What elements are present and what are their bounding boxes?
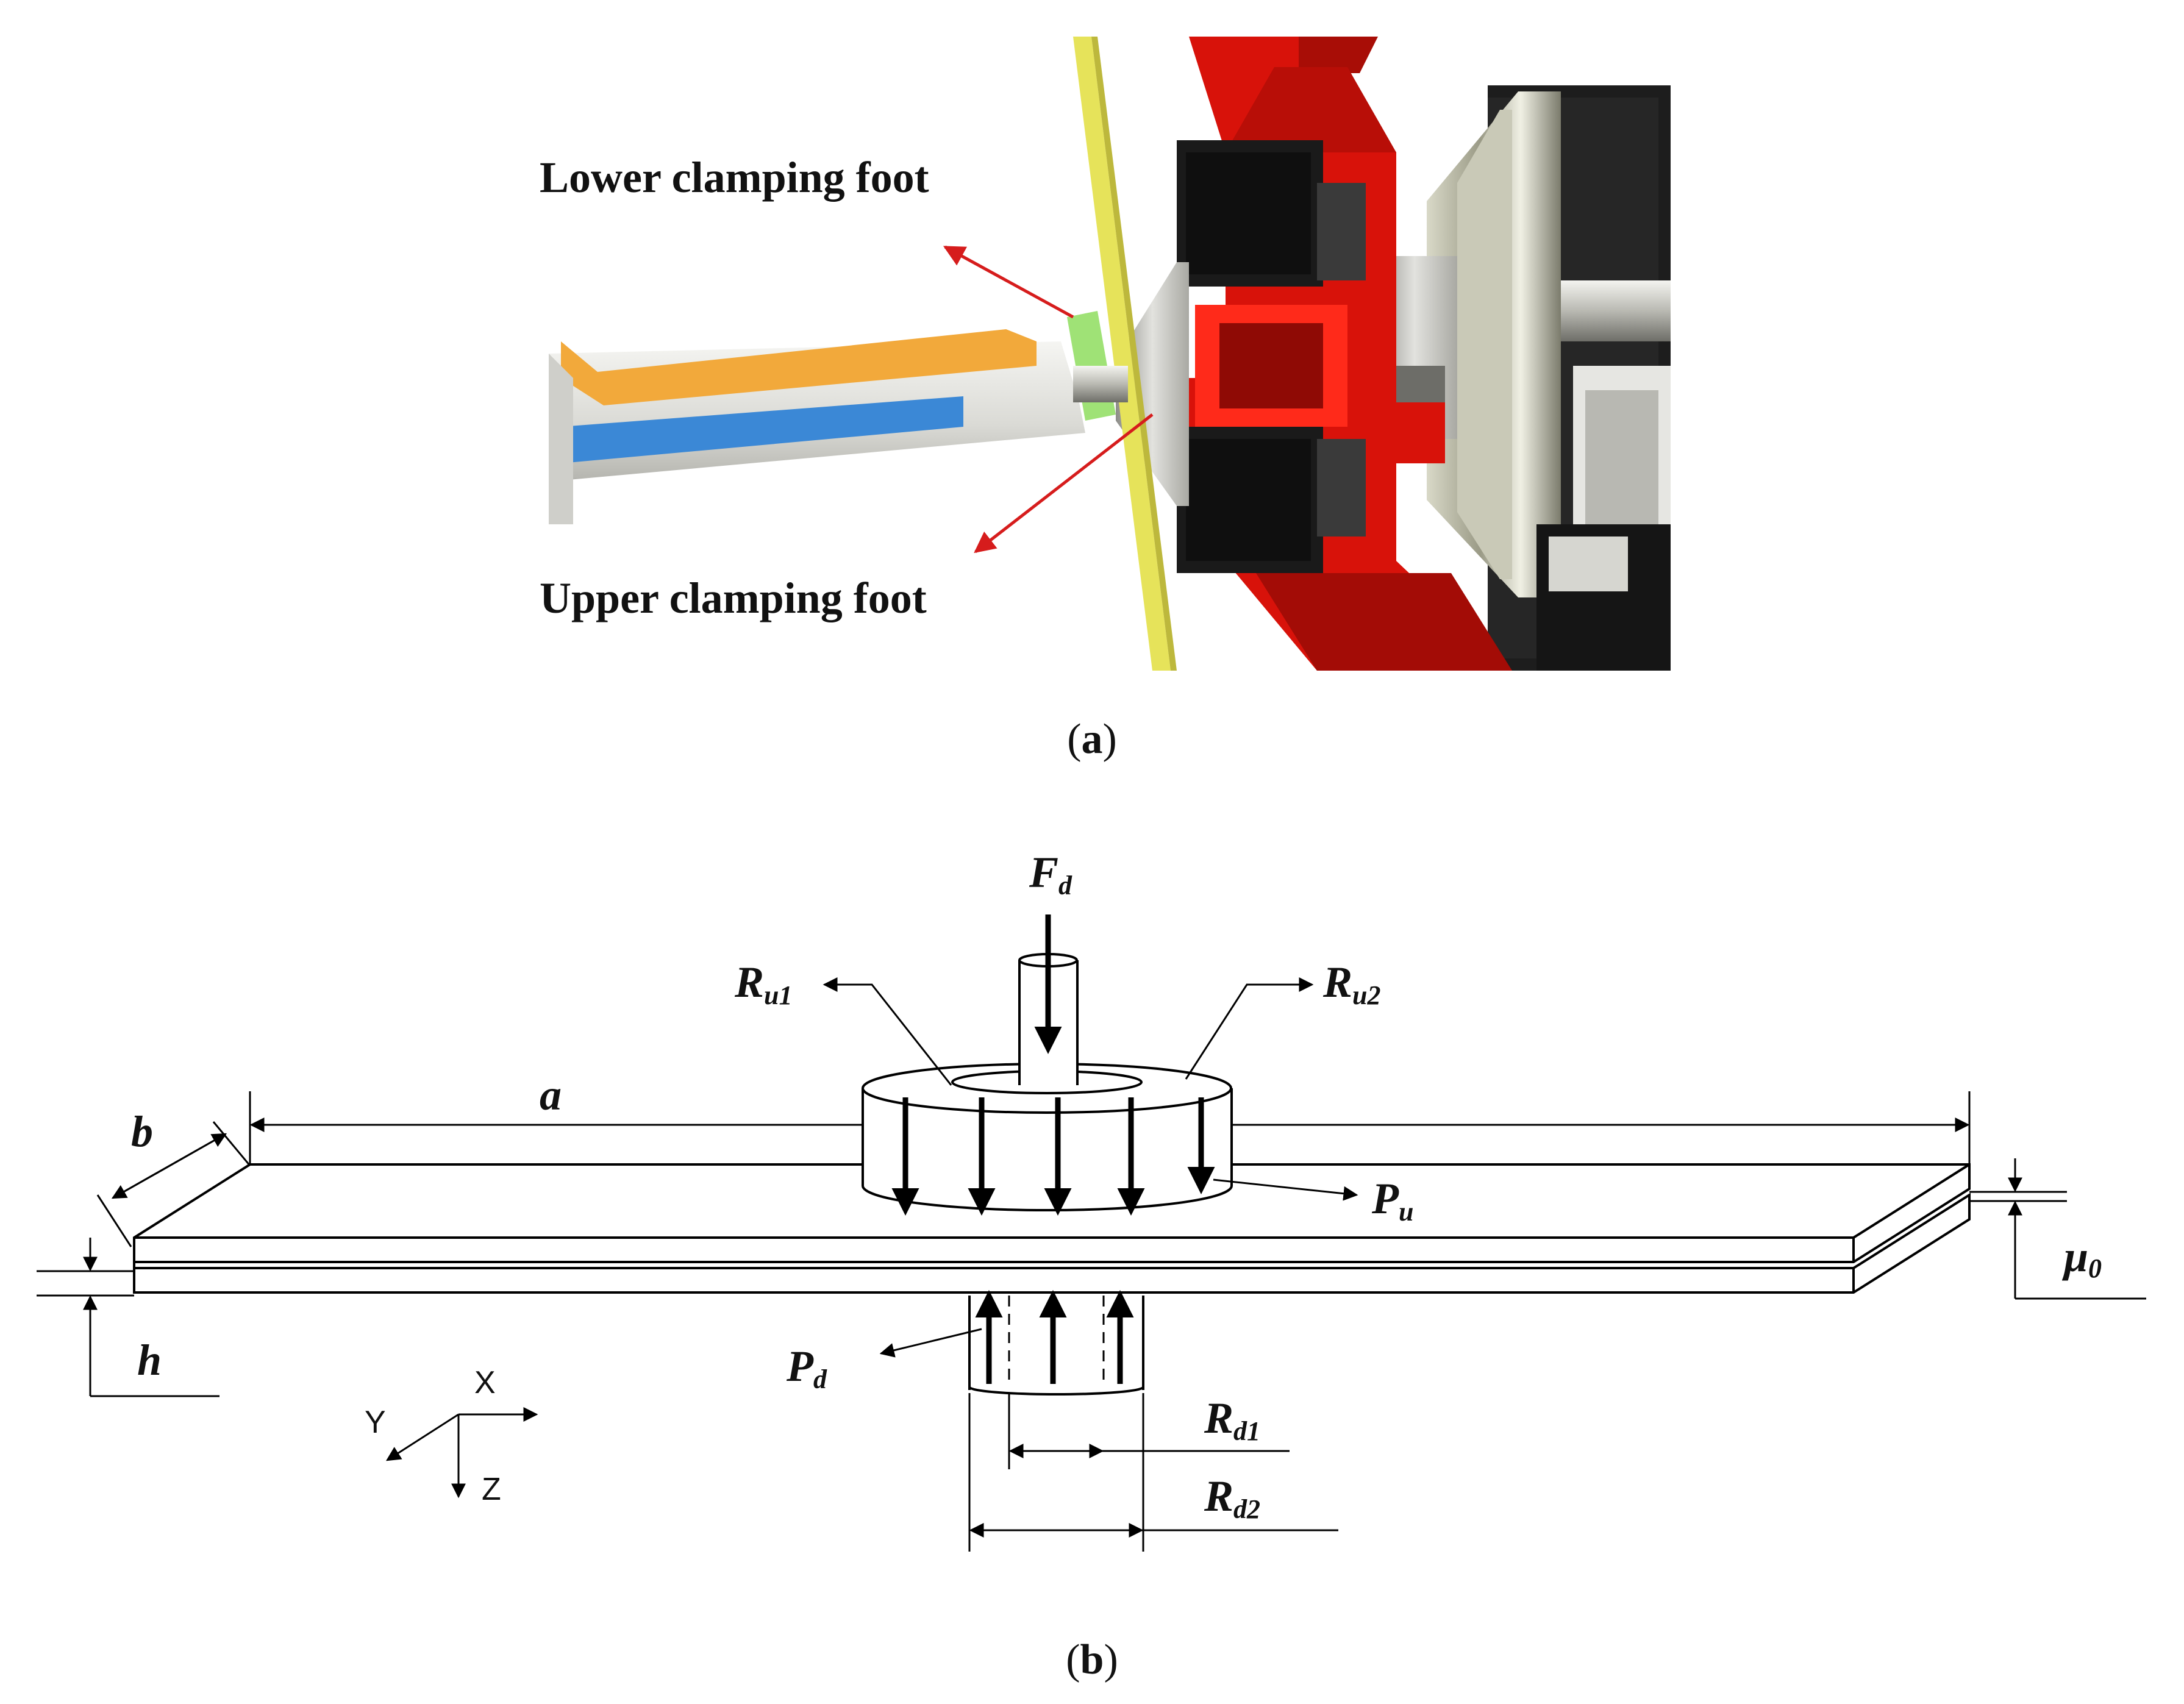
label-h: h	[137, 1336, 162, 1385]
label-upper-clamping-foot: Upper clamping foot	[540, 574, 927, 622]
axis-y-arrow	[385, 1413, 459, 1461]
label-rd2: Rd2	[1204, 1472, 1260, 1524]
arrow-lower-foot	[943, 245, 1074, 319]
caption-a: (a)	[1067, 716, 1117, 763]
label-ru2: Ru2	[1322, 958, 1381, 1010]
label-mu0: μ0	[2061, 1232, 2102, 1283]
lower-support-ring	[968, 1296, 1144, 1396]
workpiece-panel	[1073, 37, 1171, 671]
label-pu: Pu	[1371, 1174, 1413, 1227]
label-lower-clamping-foot: Lower clamping foot	[540, 153, 929, 202]
label-fd: Fd	[1029, 848, 1072, 900]
label-b: b	[131, 1107, 153, 1156]
arrow-upper-foot	[974, 413, 1154, 554]
axis-x-label: X	[474, 1365, 496, 1400]
axis-z-label: Z	[482, 1472, 501, 1507]
label-a: a	[540, 1071, 562, 1119]
drill-tube	[549, 329, 1128, 524]
label-rd1: Rd1	[1204, 1394, 1260, 1446]
panel-a-render: Lower clamping foot Upper clamping foot	[540, 37, 1671, 671]
axis-y-label: Y	[365, 1405, 386, 1440]
upper-pressure-ring	[862, 1063, 1233, 1212]
panel-b-schematic	[133, 953, 1971, 1396]
panel-b-dimensions	[37, 977, 2146, 1552]
panel-b-arrows	[891, 914, 1215, 1384]
label-ru1: Ru1	[734, 958, 793, 1010]
panel-b-labels: Fd Ru1 Ru2 a b Pu μ0 h Pd Rd1 Rd2 X Y Z	[131, 848, 2102, 1524]
caption-b: (b)	[1066, 1636, 1118, 1683]
label-pd: Pd	[786, 1342, 827, 1394]
